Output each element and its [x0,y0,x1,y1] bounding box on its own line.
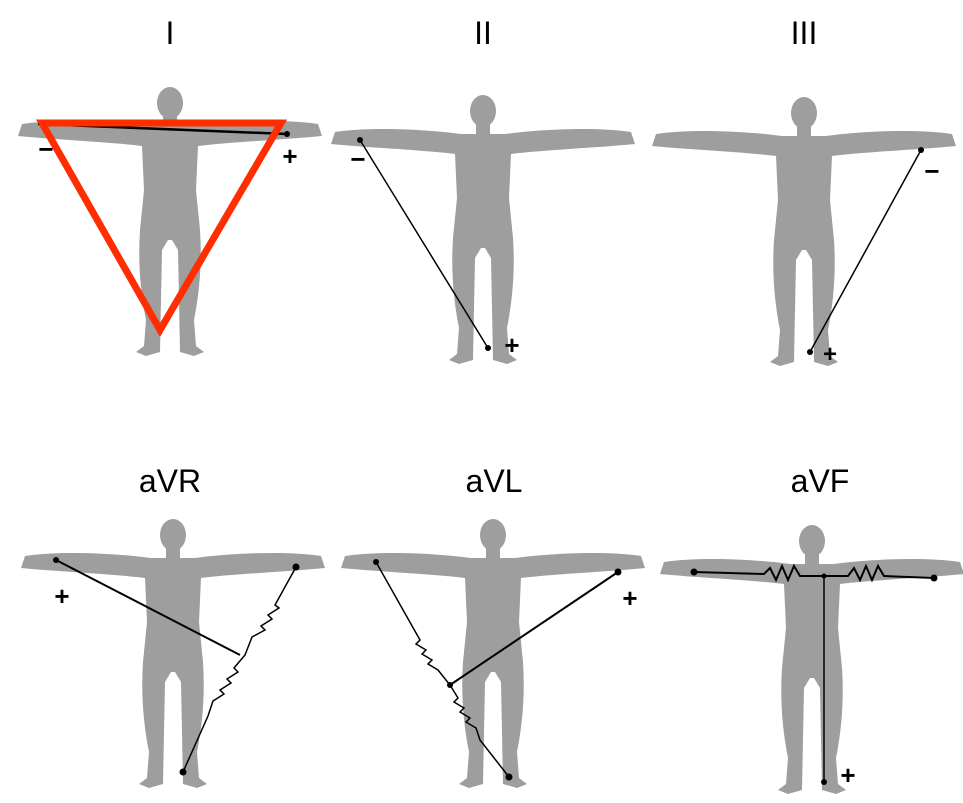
electrode-dot [485,345,491,351]
resistor-network-avl [375,561,510,778]
electrode-dot [807,349,813,355]
plus-sign-i: + [282,141,297,171]
lead-title-avl: aVL [466,463,523,499]
electrode-dot [821,573,827,579]
lead-title-iii: III [791,15,818,51]
electrode-dot [821,779,827,785]
human-figure-avr [21,519,325,788]
electrode-dot [53,557,59,563]
lead-title-avr: aVR [139,463,201,499]
human-figure-avl [341,519,645,788]
lead-panel-avl: aVL + [341,463,645,788]
electrode-dot [292,563,300,571]
lead-line-iii [809,149,922,353]
electrode-dot [179,768,187,776]
plus-sign-ii: + [504,330,519,360]
lead-line-avl [449,571,619,686]
plus-sign-avl: + [622,583,637,613]
electrode-dot [284,131,290,137]
einthoven-triangle [35,119,288,338]
lead-title-ii: II [474,15,492,51]
electrode-dot [614,568,622,576]
electrode-dot [447,682,453,688]
lead-panel-ii: II + − [331,15,635,364]
resistor-network-avr [182,566,297,773]
lead-line-ii [359,139,489,349]
plus-sign-avr: + [54,581,69,611]
electrode-dot [357,137,363,143]
electrode-dot [373,559,379,565]
electrode-dot [690,568,698,576]
lead-title-i: I [166,15,175,51]
lead-panel-i: I + − [18,15,322,356]
minus-sign-ii: − [350,144,365,174]
plus-sign-iii: + [823,341,837,368]
lead-title-avf: aVF [791,463,850,499]
lead-panel-avf: aVF + [660,463,963,794]
electrode-dot [505,773,513,781]
electrode-dot [918,147,924,153]
plus-sign-avf: + [840,760,855,790]
lead-panel-avr: aVR + [21,463,325,788]
lead-panel-iii: III + − [652,15,956,368]
lead-line-avr [55,559,241,656]
electrode-dot [930,574,938,582]
human-figure-iii [652,97,956,366]
minus-sign-iii: − [924,156,939,186]
human-figure-avf [660,525,963,794]
human-figure-ii [331,95,635,364]
